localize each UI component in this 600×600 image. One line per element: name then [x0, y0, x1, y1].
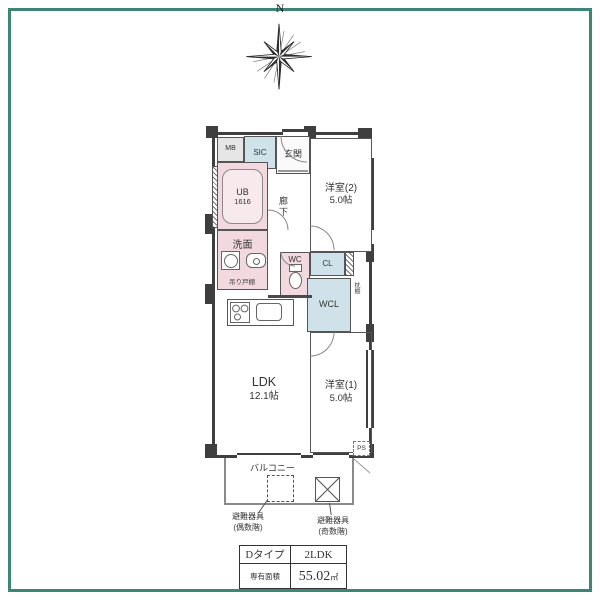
pillow-shelf-label: 枕棚: [353, 282, 359, 294]
ldk-size-label: 12.1帖: [249, 391, 279, 403]
bathtub-icon: UB 1616: [222, 169, 263, 224]
entrance-label: 玄関: [283, 149, 302, 160]
evacuation-even-line1: 避難器具: [232, 512, 264, 521]
western-room-2-size: 5.0帖: [329, 195, 353, 207]
hanging-cupboard-label: 吊り戸棚: [229, 279, 255, 286]
meter-box-label: MB: [225, 145, 236, 153]
evacuation-odd-line2: (奇数階): [318, 526, 348, 536]
layout-cell: 2LDK: [290, 545, 347, 564]
evacuation-odd-line1: 避難器具: [317, 516, 349, 525]
room-walkin-closet: WCL: [307, 278, 351, 332]
pillar: [366, 244, 374, 262]
entrance-step-line: [278, 170, 308, 172]
pillar: [205, 284, 213, 304]
pillar: [205, 444, 217, 458]
ldk-label: LDK: [251, 375, 277, 389]
room-closet: CL: [310, 252, 345, 276]
closet-label: CL: [322, 259, 333, 268]
pillar: [206, 126, 218, 138]
evacuation-equipment-even-label: 避難器具 (偶数階): [217, 512, 279, 534]
washroom-label: 洗面: [232, 240, 253, 251]
washer-pan-icon: [221, 251, 240, 270]
unit-bath-label: UB: [236, 187, 249, 197]
decorative-frame: [8, 8, 592, 592]
room-entrance: 玄関: [276, 136, 310, 174]
room-western-2: 洋室(2) 5.0帖: [310, 138, 372, 252]
interior-wall: [268, 295, 312, 298]
sink-icon: [256, 303, 282, 321]
pillar: [358, 128, 372, 141]
ldk-room-label: LDK 12.1帖: [214, 374, 314, 403]
toilet-icon: [289, 264, 302, 289]
shoe-closet-label: SIC: [253, 147, 267, 157]
area-label-cell: 専有面積: [239, 563, 291, 589]
pillar: [205, 214, 213, 234]
stove-icon: [230, 302, 250, 323]
western-room-1-label: 洋室(1): [324, 380, 358, 392]
western-room-2-label: 洋室(2): [324, 182, 358, 194]
area-value: 55.02: [298, 569, 331, 584]
evacuation-equipment-odd-label: 避難器具 (奇数階): [302, 516, 364, 538]
evacuation-hatch-odd-icon: [315, 477, 340, 502]
area-value-cell: 55.02㎡: [290, 563, 347, 589]
unit-type-cell: Dタイプ: [239, 545, 291, 564]
room-western-1: 洋室(1) 5.0帖: [310, 332, 372, 453]
entrance-door: [282, 129, 309, 132]
walkin-closet-label: WCL: [319, 299, 339, 310]
area-unit: ㎡: [330, 573, 339, 582]
room-meter-box: MB: [217, 137, 244, 162]
compass-north-label: N: [275, 1, 285, 15]
evacuation-hatch-even-icon: [267, 475, 294, 502]
pipe-space: PS: [353, 441, 370, 456]
unit-bath-size-label: 1616: [234, 197, 251, 206]
washbasin-icon: [246, 253, 266, 268]
pillar: [366, 324, 374, 342]
entrance-opening: [283, 130, 308, 136]
balcony-label: バルコニー: [250, 463, 295, 473]
compass-rose-icon: [246, 23, 312, 90]
window: [366, 350, 374, 428]
corridor-label: 廊下: [278, 196, 288, 218]
western-room-1-size: 5.0帖: [329, 392, 353, 404]
evacuation-even-line2: (偶数階): [233, 522, 263, 532]
pipe-space-label: PS: [357, 445, 366, 452]
spec-table: Dタイプ 2LDK 専有面積 55.02㎡: [239, 545, 347, 589]
hatched-wall: [345, 252, 354, 276]
